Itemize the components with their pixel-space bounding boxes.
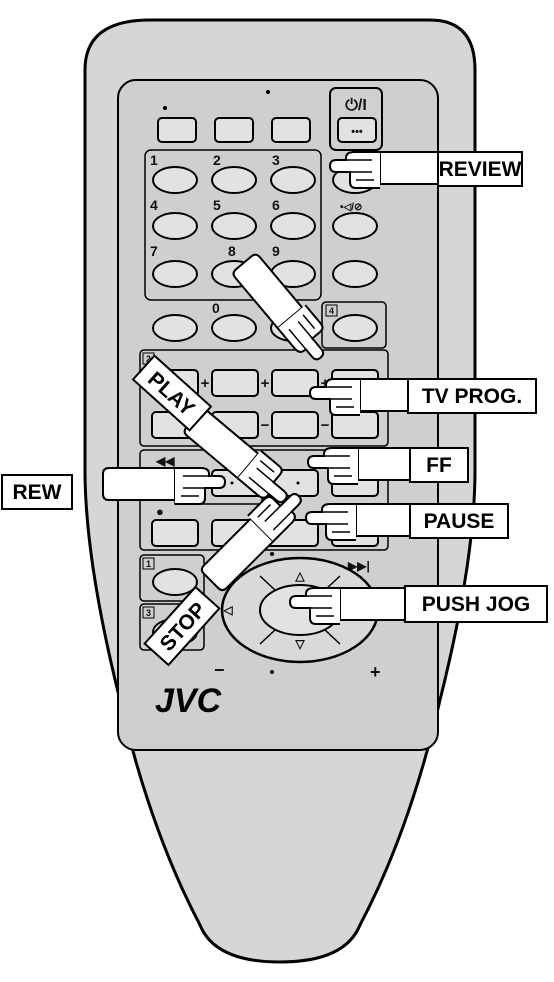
num-label-2: 2 xyxy=(213,152,221,168)
tv-prog-callout: TV PROG. xyxy=(422,385,522,408)
power-label: ⏻/I xyxy=(345,97,367,114)
section-1-label: 1 xyxy=(146,559,151,569)
top-button-3[interactable] xyxy=(271,117,311,143)
num-label-4: 4 xyxy=(150,197,158,213)
plus-sign-1: + xyxy=(201,375,210,392)
top-button-1[interactable] xyxy=(157,117,197,143)
play-dot xyxy=(296,481,300,485)
brand-logo: JVC xyxy=(155,682,222,720)
pause-callout: PAUSE xyxy=(424,510,495,533)
button-6[interactable] xyxy=(270,212,316,240)
num-label-7: 7 xyxy=(150,243,158,259)
num-label-0: 0 xyxy=(212,300,220,316)
ff-callout: FF xyxy=(426,454,452,477)
review-callout-box xyxy=(437,151,523,187)
skip-forward-icon: ▶▶| xyxy=(347,559,370,573)
section-3-marker xyxy=(142,606,155,619)
mute-button[interactable] xyxy=(332,212,378,240)
num-label-3: 3 xyxy=(272,152,280,168)
jog-minus-sign: − xyxy=(214,660,225,680)
jog-left-icon: ◁ xyxy=(222,603,233,617)
section-4-label: 4 xyxy=(329,306,334,316)
plus-sign-2: + xyxy=(261,375,270,392)
power-button[interactable] xyxy=(337,117,377,143)
num-label-5: 5 xyxy=(213,197,221,213)
button-5[interactable] xyxy=(211,212,257,240)
section-2-label: 2 xyxy=(146,354,151,364)
ff-callout-box xyxy=(409,447,469,483)
button-3[interactable] xyxy=(270,166,316,194)
stop-callout-box xyxy=(143,585,221,667)
power-button-label: ••• xyxy=(351,126,363,138)
rewind-icon: ◀◀ xyxy=(155,454,175,468)
button-2[interactable] xyxy=(211,166,257,194)
prog-plus-3[interactable] xyxy=(271,369,319,397)
record-button[interactable] xyxy=(151,519,199,547)
section-3-label: 3 xyxy=(146,608,151,618)
rew-callout: REW xyxy=(13,481,62,504)
button-section-4[interactable] xyxy=(332,314,378,342)
play-callout-box xyxy=(131,354,213,432)
num-label-9: 9 xyxy=(272,243,280,259)
record-icon: ● xyxy=(156,504,164,519)
indicator-dot xyxy=(270,552,274,556)
mute-icon: •◁/⊘ xyxy=(340,202,362,213)
button-left-row4[interactable] xyxy=(152,314,198,342)
indicator-dot xyxy=(270,670,274,674)
button-0[interactable] xyxy=(211,314,257,342)
section-1-marker xyxy=(142,557,155,570)
minus-sign-3: − xyxy=(321,417,330,434)
push-jog-callout: PUSH JOG xyxy=(422,593,531,616)
indicator-dot xyxy=(163,106,167,110)
num-label-1: 1 xyxy=(150,152,158,168)
review-callout: REVIEW xyxy=(439,158,522,181)
push-jog-callout-box xyxy=(404,585,548,623)
jog-up-icon: △ xyxy=(294,569,305,583)
rew-callout-box xyxy=(1,474,73,510)
number-pad-frame xyxy=(144,149,322,301)
button-section-1[interactable] xyxy=(152,568,198,596)
num-label-6: 6 xyxy=(272,197,280,213)
tv-prog-callout-box xyxy=(407,378,537,414)
pause-callout-box xyxy=(409,503,509,539)
play-dot xyxy=(230,481,234,485)
section-1-frame xyxy=(139,554,205,602)
minus-sign-2: − xyxy=(261,417,270,434)
section-4-marker xyxy=(325,304,338,317)
top-button-2[interactable] xyxy=(214,117,254,143)
jog-plus-sign: + xyxy=(370,662,381,682)
num-label-8: 8 xyxy=(228,243,236,259)
right-button-3[interactable] xyxy=(332,260,378,288)
button-1[interactable] xyxy=(152,166,198,194)
jog-down-icon: ▽ xyxy=(294,637,305,651)
indicator-dot xyxy=(266,90,270,94)
prog-plus-2[interactable] xyxy=(211,369,259,397)
prog-minus-3[interactable] xyxy=(271,411,319,439)
button-7[interactable] xyxy=(152,260,198,288)
button-4[interactable] xyxy=(152,212,198,240)
